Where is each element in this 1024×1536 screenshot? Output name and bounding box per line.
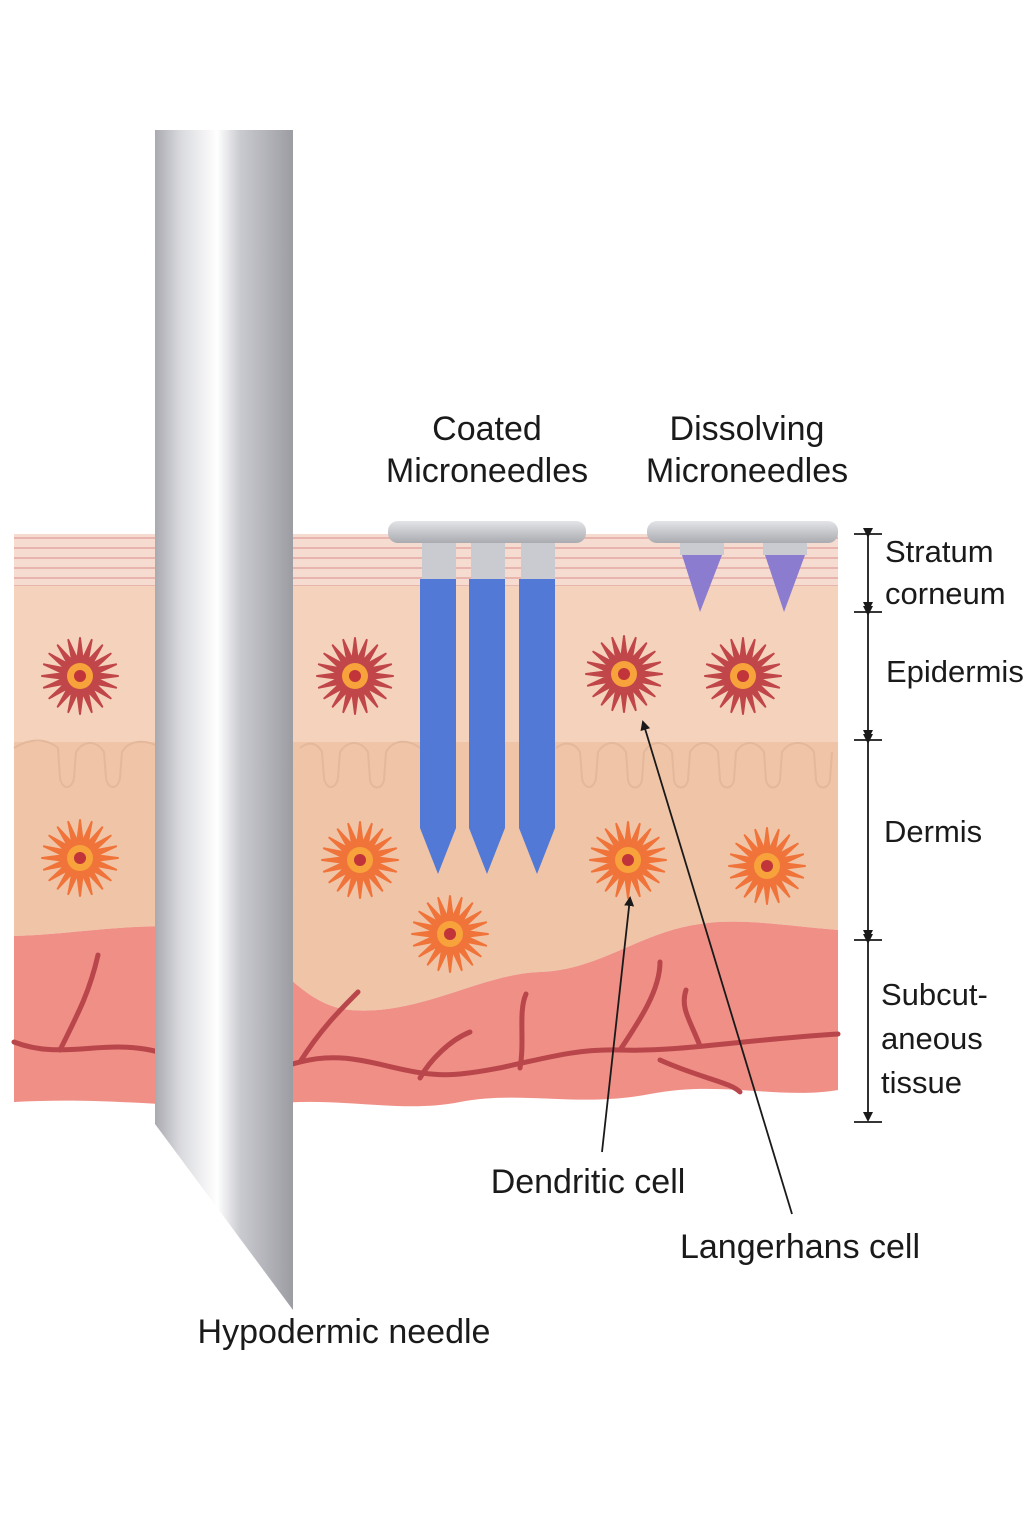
epidermal-ridges bbox=[13, 739, 833, 789]
dissolving-microneedle-array bbox=[647, 521, 838, 612]
coated-microneedles-label: Coated bbox=[432, 410, 542, 448]
dermis-label: Dermis bbox=[884, 814, 982, 849]
coated-microneedle bbox=[519, 579, 555, 874]
subcutaneous-tissue-label: Subcut- bbox=[881, 977, 988, 1012]
coated-microneedle-array bbox=[388, 521, 586, 874]
langerhans-cell bbox=[585, 635, 663, 713]
dendritic-cells bbox=[41, 819, 806, 973]
subcutaneous-tissue-label: tissue bbox=[881, 1065, 962, 1100]
coated-microneedle-stem bbox=[521, 543, 555, 579]
coated-microneedle-stem bbox=[422, 543, 456, 579]
diagram-labels: Coated Microneedles Dissolving Microneed… bbox=[198, 410, 1024, 1351]
langerhans-cell-label: Langerhans cell bbox=[680, 1228, 920, 1266]
dissolving-microneedle bbox=[765, 555, 805, 612]
stratum-corneum-label: corneum bbox=[885, 576, 1006, 611]
dendritic-cell bbox=[41, 819, 119, 897]
langerhans-cell bbox=[316, 637, 394, 715]
dissolving-microneedle-cap bbox=[680, 543, 724, 555]
dissolving-microneedles-label: Microneedles bbox=[646, 452, 848, 490]
subcutaneous-tissue-label: aneous bbox=[881, 1021, 983, 1056]
langerhans-cell-pointer bbox=[640, 720, 793, 1215]
dendritic-cell bbox=[589, 821, 667, 899]
coated-microneedle-backing bbox=[388, 521, 586, 543]
coated-microneedle bbox=[469, 579, 505, 874]
dendritic-cell-label: Dendritic cell bbox=[491, 1163, 686, 1201]
hypodermic-needle-label: Hypodermic needle bbox=[198, 1313, 491, 1351]
dendritic-cell bbox=[411, 895, 489, 973]
stratum-corneum-label: Stratum bbox=[885, 534, 994, 569]
dissolving-microneedle bbox=[682, 555, 722, 612]
hypodermic-needle bbox=[155, 130, 293, 1310]
coated-microneedle-stem bbox=[471, 543, 505, 579]
blood-vessels bbox=[11, 952, 841, 1095]
dendritic-cell bbox=[728, 827, 806, 905]
dissolving-microneedle-backing bbox=[647, 521, 838, 543]
coated-microneedles-label: Microneedles bbox=[386, 452, 588, 490]
dendritic-cell bbox=[321, 821, 399, 899]
langerhans-cell bbox=[41, 637, 119, 715]
langerhans-cells bbox=[41, 635, 782, 715]
layer-scale-bars bbox=[854, 528, 882, 1123]
dendritic-cell-pointer bbox=[601, 896, 635, 1153]
coated-microneedle bbox=[420, 579, 456, 874]
epidermis-label: Epidermis bbox=[886, 654, 1024, 689]
dissolving-microneedle-cap bbox=[763, 543, 807, 555]
dissolving-microneedles-label: Dissolving bbox=[670, 410, 825, 448]
langerhans-cell bbox=[704, 637, 782, 715]
